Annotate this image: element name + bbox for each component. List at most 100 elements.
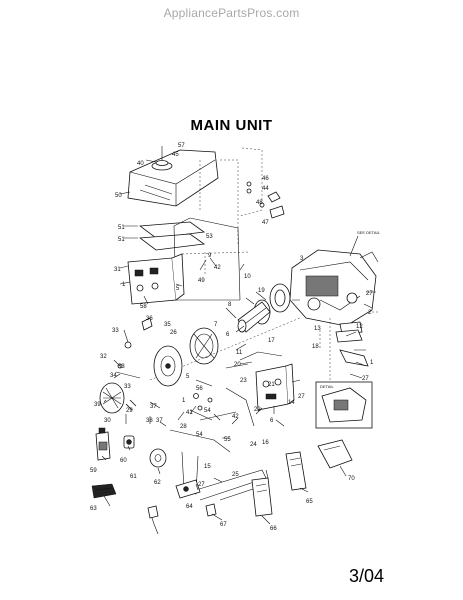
engine-mount-bracket [335,329,369,367]
callout-3: 3 [300,256,304,262]
callout-54-upper: 54 [204,408,211,414]
callout-10: 10 [244,274,251,280]
callout-6-upper: 6 [226,332,230,338]
callout-20: 20 [234,362,241,368]
oil-bottle [95,427,111,461]
callout-51-lower: 51 [118,237,125,243]
callout-1-right: 1 [370,360,374,366]
callout-5-top: 5 [176,286,180,292]
callout-27-bottom: 27 [198,482,205,488]
callout-2: 2 [368,310,372,316]
manual-booklet [285,451,307,491]
callout-34: 34 [110,373,117,379]
callout-35: 35 [164,322,171,328]
callout-1-mid: 1 [182,398,186,404]
engine [289,249,379,335]
callout-6-lower: 6 [270,418,274,424]
callout-37-upper: 37 [150,404,157,410]
callout-26: 26 [170,330,177,336]
callout-38: 38 [146,418,153,424]
callout-64: 64 [186,504,193,510]
callout-58: 58 [140,304,147,310]
fuel-tank [127,146,219,207]
end-cover [99,382,125,414]
callout-19: 19 [258,288,265,294]
callout-9: 9 [208,253,212,259]
watermark: AppliancePartsPros.com [163,6,300,20]
callout-29: 29 [126,408,133,414]
callout-27-top: 27 [366,291,373,297]
callout-63: 63 [90,506,97,512]
callout-47: 47 [262,220,269,226]
diagram-title: MAIN UNIT [190,117,273,134]
callout-16: 16 [262,440,269,446]
callout-55: 55 [224,437,231,443]
callout-27-mid: 27 [362,376,369,382]
wheel [149,448,167,468]
control-panel-box [127,253,185,305]
callout-39: 39 [94,402,101,408]
callout-46: 46 [262,176,269,182]
callout-33-upper: 33 [112,328,119,334]
callout-53: 53 [206,234,213,240]
callout-24: 24 [250,442,257,448]
fan-housing [269,283,291,313]
rotor [237,299,271,333]
see-detail-label: SEE DETAIL [357,230,381,235]
callout-41: 41 [186,410,193,416]
spark-plug-wrench [123,435,135,449]
callout-30: 30 [104,418,111,424]
callout-31: 31 [114,267,121,273]
callout-60: 60 [120,458,127,464]
callout-33-third: 33 [124,384,131,390]
callout-labels: 57 45 40 46 44 50 48 47 51 51 53 9 31 42… [90,143,374,532]
callout-40: 40 [137,161,144,167]
callout-42: 42 [214,265,221,271]
detail-inset-label: DETAIL [320,384,334,389]
manual-booklet-2 [251,477,273,517]
stator [189,327,219,365]
detail-inset: DETAIL [315,381,373,429]
callout-65: 65 [306,499,313,505]
fuel-cap-parts [246,181,285,219]
breaker-parts [193,379,213,411]
callout-51-upper: 51 [118,225,125,231]
callout-28: 28 [180,424,187,430]
wheel-axle-bracket [175,479,201,499]
callout-45: 45 [172,152,179,158]
callout-23: 23 [240,378,247,384]
callout-57: 57 [178,143,185,149]
callout-49: 49 [198,278,205,284]
callout-7: 7 [214,322,218,328]
parts-bag [317,439,353,469]
spark-plug [147,505,159,525]
callout-33-lower: 33 [118,364,125,370]
callout-70: 70 [348,476,355,482]
callout-50: 50 [115,193,122,199]
foot-pad [91,483,117,499]
control-box [255,363,295,411]
callout-17: 17 [268,338,275,344]
callout-25: 25 [232,472,239,478]
callout-61: 61 [130,474,137,480]
callout-27-low: 27 [298,394,305,400]
callout-5-mid: 5 [186,374,190,380]
callout-44: 44 [262,186,269,192]
callout-1-top: 1 [122,282,126,288]
callout-14: 14 [288,400,295,406]
callout-62: 62 [154,480,161,486]
callout-56: 56 [196,386,203,392]
callout-8: 8 [228,302,232,308]
callout-42-lower: 42 [232,414,239,420]
callout-11: 11 [236,350,243,356]
mounting-bolt [205,503,217,517]
callout-67: 67 [220,522,227,528]
callout-13: 13 [314,326,321,332]
callout-66: 66 [270,526,277,532]
callout-32: 32 [100,354,107,360]
fuel-tank-shield [138,221,206,251]
callout-36: 36 [146,316,153,322]
callout-12: 12 [356,324,363,330]
revision-date: 3/04 [349,566,385,586]
